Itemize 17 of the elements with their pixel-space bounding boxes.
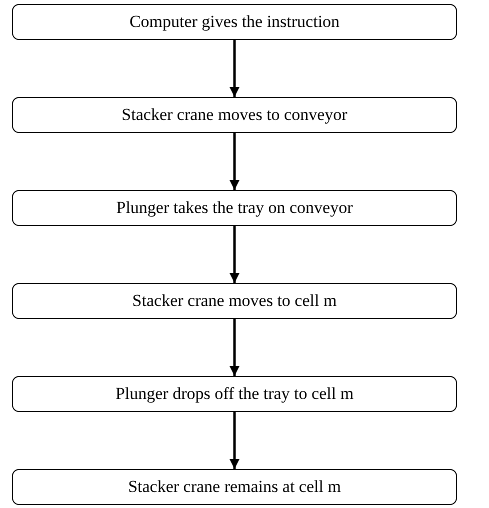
step-text: Plunger takes the tray on conveyor: [116, 197, 353, 219]
process-box: [12, 469, 457, 505]
step-text: Computer gives the instruction: [129, 11, 340, 33]
process-box: [12, 190, 457, 226]
process-box: [12, 97, 457, 133]
arrow: [230, 133, 240, 190]
step-text: Stacker crane remains at cell m: [128, 476, 341, 498]
arrow: [230, 412, 240, 469]
process-box: [12, 376, 457, 412]
step-text: Plunger drops off the tray to cell m: [115, 383, 354, 405]
step-text: Stacker crane moves to conveyor: [122, 104, 348, 126]
process-box: [12, 4, 457, 40]
arrow: [230, 226, 240, 283]
arrow: [230, 319, 240, 376]
arrow: [230, 40, 240, 97]
step-text: Stacker crane moves to cell m: [132, 290, 337, 312]
process-box: [12, 283, 457, 319]
